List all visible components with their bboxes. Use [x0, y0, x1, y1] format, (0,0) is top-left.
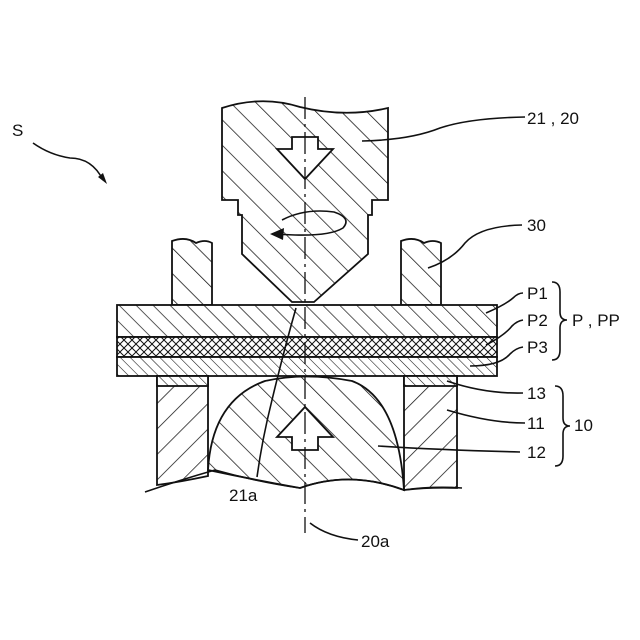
rotary-tool [222, 101, 388, 302]
ring-left [157, 376, 208, 386]
label-tool: 21 , 20 [527, 109, 579, 128]
label-p3: P3 [527, 338, 548, 357]
brace-p-icon [552, 282, 567, 360]
plate-p3 [117, 357, 497, 376]
label-clamp: 30 [527, 216, 546, 235]
plate-p1 [117, 305, 497, 337]
label-p1: P1 [527, 284, 548, 303]
outer-member-left [157, 376, 208, 485]
label-probe-end: 21a [229, 486, 258, 505]
tool-body [222, 101, 388, 302]
label-backing-group: 10 [574, 416, 593, 435]
label-ring: 13 [527, 384, 546, 403]
label-anvil: 12 [527, 443, 546, 462]
brace-backing-icon [555, 386, 570, 466]
plate-p2 [117, 337, 497, 357]
clamp-left [172, 239, 212, 305]
clamp-right [401, 239, 441, 305]
outer-member-right [404, 376, 457, 490]
label-p2: P2 [527, 311, 548, 330]
label-axis: 20a [361, 532, 390, 551]
label-system: S [12, 121, 23, 140]
label-p-group: P , PP [572, 311, 620, 330]
label-outer: 11 [527, 414, 545, 433]
